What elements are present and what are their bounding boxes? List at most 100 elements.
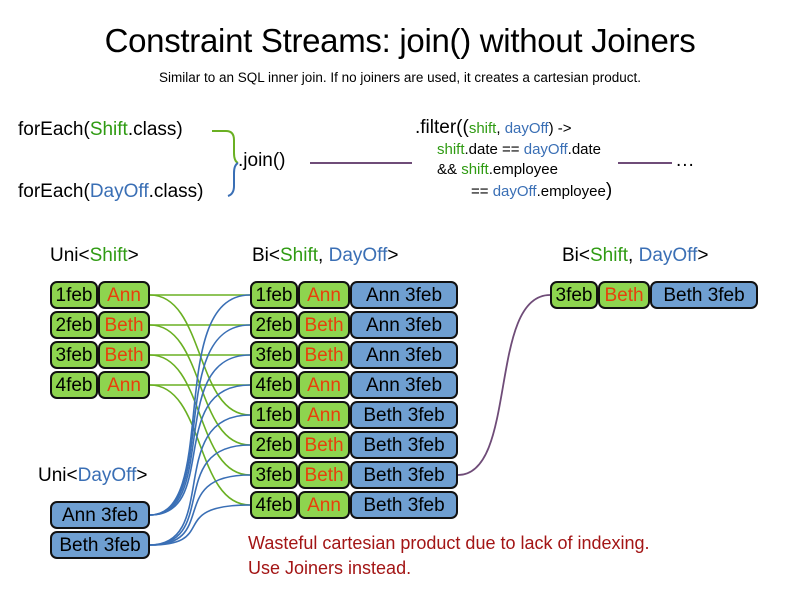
page-title: Constraint Streams: join() without Joine… bbox=[104, 22, 696, 59]
bi-date-cell: 1feb bbox=[250, 401, 298, 429]
connector-line bbox=[149, 324, 251, 446]
bi-date-cell: 3feb bbox=[250, 341, 298, 369]
bi-mid-prefix: Bi< bbox=[252, 245, 280, 266]
bi-date-cell: 1feb bbox=[250, 281, 298, 309]
bi-dayoff-cell: Beth 3feb bbox=[350, 401, 458, 429]
uni-shift-date-cell: 1feb bbox=[50, 281, 98, 309]
uni-shift-type: Shift bbox=[89, 245, 128, 266]
uni-shift-suffix: > bbox=[127, 245, 139, 266]
foreach-dayoff-type: DayOff bbox=[89, 181, 149, 202]
label-bi-middle: Bi<Shift, DayOff> bbox=[252, 245, 398, 267]
filter-arrow: ) -> bbox=[548, 120, 572, 137]
bi-right-sep: , bbox=[628, 245, 639, 266]
filter-param-dayoff: dayOff bbox=[504, 120, 549, 137]
result-name-cell: Beth bbox=[598, 281, 650, 309]
bi-dayoff-cell: Ann 3feb bbox=[350, 281, 458, 309]
uni-shift-name-cell: Beth bbox=[98, 341, 150, 369]
bi-right-type1: Shift bbox=[590, 245, 629, 266]
connector-line bbox=[149, 294, 251, 416]
uni-shift-date-cell: 4feb bbox=[50, 371, 98, 399]
bi-mid-type2: DayOff bbox=[328, 245, 388, 266]
filter-l2-mid: .date == bbox=[464, 140, 524, 158]
bi-dayoff-cell: Beth 3feb bbox=[350, 461, 458, 489]
bi-dayoff-cell: Ann 3feb bbox=[350, 371, 458, 399]
bi-mid-suffix: > bbox=[387, 245, 399, 266]
bi-name-cell: Beth bbox=[298, 311, 350, 339]
filter-line-2: shift.date == dayOff.date bbox=[415, 140, 612, 161]
bi-name-cell: Beth bbox=[298, 431, 350, 459]
filter-l3-amp: && bbox=[437, 161, 462, 178]
bi-dayoff-cell: Beth 3feb bbox=[350, 431, 458, 459]
foreach-shift-suffix: .class) bbox=[127, 119, 183, 140]
filter-param-shift: shift bbox=[468, 120, 497, 137]
uni-shift-date-cell: 2feb bbox=[50, 311, 98, 339]
connector-line bbox=[149, 384, 251, 506]
foreach-shift-prefix: forEach( bbox=[18, 119, 90, 140]
ellipsis-label: ... bbox=[676, 150, 695, 171]
filter-l3-end: .employee bbox=[488, 161, 558, 178]
uni-dayoff-type: DayOff bbox=[77, 465, 137, 486]
foreach-dayoff-code: forEach(DayOff.class) bbox=[18, 181, 204, 203]
uni-shift-prefix: Uni< bbox=[50, 245, 90, 266]
foreach-dayoff-suffix: .class) bbox=[148, 181, 204, 202]
filter-l3-shift: shift bbox=[461, 161, 489, 178]
uni-shift-name-cell: Ann bbox=[98, 281, 150, 309]
label-uni-shift: Uni<Shift> bbox=[50, 245, 139, 267]
filter-line-4: == dayOff.employee) bbox=[415, 179, 613, 203]
join-call-label: .join() bbox=[238, 150, 286, 171]
filter-l2-shift: shift bbox=[437, 140, 465, 158]
connector-line bbox=[149, 384, 251, 516]
bi-dayoff-cell: Ann 3feb bbox=[350, 311, 458, 339]
filter-l4-dayoff: dayOff bbox=[492, 182, 537, 200]
foreach-shift-type: Shift bbox=[89, 119, 128, 140]
bi-name-cell: Beth bbox=[298, 341, 350, 369]
bi-right-suffix: > bbox=[697, 245, 709, 266]
label-bi-right: Bi<Shift, DayOff> bbox=[562, 245, 708, 267]
connector-line bbox=[149, 474, 251, 546]
foreach-dayoff-prefix: forEach( bbox=[18, 181, 90, 202]
filter-close-paren: ) bbox=[605, 179, 613, 201]
connector-line bbox=[149, 294, 251, 516]
filter-param-sep: , bbox=[496, 120, 505, 137]
bi-right-prefix: Bi< bbox=[562, 245, 590, 266]
connector-line bbox=[227, 162, 239, 197]
bi-dayoff-cell: Ann 3feb bbox=[350, 341, 458, 369]
connector-line bbox=[457, 294, 551, 476]
warning-line-2: Use Joiners instead. bbox=[248, 558, 412, 578]
connector-line bbox=[212, 130, 239, 164]
uni-dayoff-cell: Beth 3feb bbox=[50, 531, 150, 559]
uni-dayoff-cell: Ann 3feb bbox=[50, 501, 150, 529]
bi-dayoff-cell: Beth 3feb bbox=[350, 491, 458, 519]
result-dayoff-cell: Beth 3feb bbox=[650, 281, 758, 309]
filter-line-1: .filter((shift, dayOff) -> bbox=[415, 117, 612, 140]
bi-name-cell: Ann bbox=[298, 491, 350, 519]
bi-name-cell: Ann bbox=[298, 401, 350, 429]
connector-line bbox=[149, 414, 251, 546]
warning-line-1: Wasteful cartesian product due to lack o… bbox=[248, 533, 650, 553]
filter-line-3: && shift.employee bbox=[415, 160, 612, 181]
bi-mid-sep: , bbox=[318, 245, 329, 266]
uni-shift-date-cell: 3feb bbox=[50, 341, 98, 369]
uni-dayoff-suffix: > bbox=[136, 465, 148, 486]
filter-l4-end: .employee bbox=[536, 182, 606, 200]
filter-l4-eq: == bbox=[471, 182, 493, 200]
connector-line bbox=[149, 354, 251, 516]
uni-dayoff-prefix: Uni< bbox=[38, 465, 78, 486]
result-date-cell: 3feb bbox=[550, 281, 598, 309]
bi-date-cell: 3feb bbox=[250, 461, 298, 489]
bi-name-cell: Ann bbox=[298, 371, 350, 399]
connector-line bbox=[149, 354, 251, 476]
filter-l2-dayoff: dayOff bbox=[523, 140, 568, 158]
bi-name-cell: Ann bbox=[298, 281, 350, 309]
connector-line bbox=[149, 504, 251, 546]
bi-name-cell: Beth bbox=[298, 461, 350, 489]
connector-line bbox=[149, 324, 251, 516]
bi-right-type2: DayOff bbox=[638, 245, 698, 266]
foreach-shift-code: forEach(Shift.class) bbox=[18, 119, 183, 141]
filter-l2-end: .date bbox=[567, 140, 602, 158]
bi-mid-type1: Shift bbox=[280, 245, 319, 266]
bi-date-cell: 2feb bbox=[250, 431, 298, 459]
page-subtitle: Similar to an SQL inner join. If no join… bbox=[159, 70, 641, 85]
bi-date-cell: 4feb bbox=[250, 371, 298, 399]
bi-date-cell: 4feb bbox=[250, 491, 298, 519]
